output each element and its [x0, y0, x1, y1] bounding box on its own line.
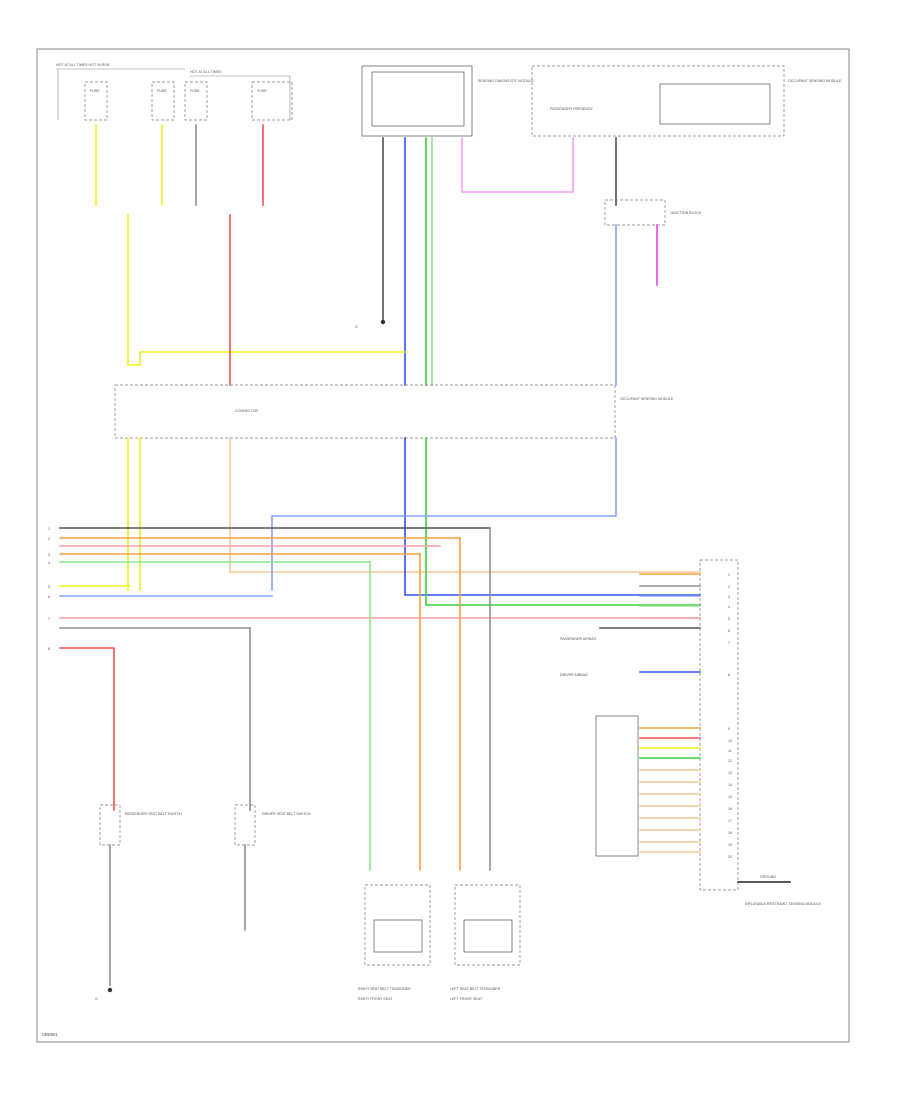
fuse-header: HOT AT ALL TIMES	[190, 70, 222, 74]
center-connector: CONNECTOR OCCUPANT SENSING MODULE	[114, 384, 674, 439]
svg-text:2: 2	[48, 537, 50, 541]
pass-airbag: PASSENGER AIRBAG DRIVER AIRBAG	[560, 637, 597, 677]
svg-text:3: 3	[728, 595, 730, 599]
svg-text:4: 4	[728, 605, 730, 609]
svg-text:FUSE: FUSE	[90, 89, 100, 93]
svg-text:17: 17	[728, 819, 732, 823]
svg-text:5: 5	[728, 617, 730, 621]
footer-label: CBD001	[42, 1032, 58, 1037]
svg-text:14: 14	[728, 783, 732, 787]
wire-orange-low	[229, 437, 701, 573]
wire-lightblue-low	[271, 437, 617, 591]
svg-text:INFLATABLE RESTRAINT SENSING M: INFLATABLE RESTRAINT SENSING MODULE	[745, 902, 821, 906]
svg-text:1: 1	[48, 527, 50, 531]
svg-text:18: 18	[728, 831, 732, 835]
svg-text:1: 1	[728, 573, 730, 577]
junction-block-right: JUNCTION BLOCK	[604, 199, 702, 386]
bus-lines	[59, 527, 701, 811]
svg-text:G: G	[355, 325, 358, 329]
svg-text:GROUND: GROUND	[760, 875, 776, 879]
driver-seat-switch: DRIVER SEAT BELT SWITCH	[234, 804, 311, 931]
svg-text:7: 7	[728, 641, 730, 645]
svg-text:8: 8	[728, 673, 730, 677]
svg-text:6: 6	[48, 595, 50, 599]
svg-text:19: 19	[728, 843, 732, 847]
fuse-3: FUSE	[184, 81, 208, 121]
bus-pin-labels: 1 2 3 4 5 6 7 8	[48, 527, 50, 651]
ground-main: GROUND	[737, 875, 791, 883]
fuse-1: FUSE	[84, 81, 108, 121]
svg-text:FUSE: FUSE	[157, 89, 167, 93]
svg-text:7: 7	[48, 617, 50, 621]
svg-text:13: 13	[728, 771, 732, 775]
svg-text:10: 10	[728, 739, 732, 743]
fuse-header-group: HOT AT ALL TIMES HOT IN RUN HOT AT ALL T…	[56, 63, 291, 120]
svg-text:LEFT SEAT BELT TENSIONER: LEFT SEAT BELT TENSIONER	[450, 987, 501, 991]
svg-text:4: 4	[48, 561, 50, 565]
svg-text:15: 15	[728, 795, 732, 799]
fuse-2: FUSE	[151, 81, 175, 121]
svg-text:JUNCTION BLOCK: JUNCTION BLOCK	[670, 211, 702, 215]
wire-green-low	[425, 437, 701, 606]
svg-text:3: 3	[48, 553, 50, 557]
svg-text:G: G	[95, 997, 98, 1001]
sensing-module-top: SENSING DIAGNOSTIC MODULE	[361, 65, 535, 137]
wire-top-magenta	[461, 137, 574, 193]
svg-text:OCCUPANT SENSING MODULE: OCCUPANT SENSING MODULE	[620, 397, 674, 401]
airbag-connector-left	[595, 715, 639, 857]
module-pin-labels: 1 2 3 4 5 6 7 8 9 10 11 12 13 14 15 16 1…	[728, 573, 732, 859]
left-seat-belt-tensioner: LEFT SEAT BELT TENSIONER LEFT FRONT SEAT	[450, 884, 521, 1001]
module-input-wires	[599, 573, 701, 853]
right-seat-belt-tensioner: RIGHT SEAT BELT TENSIONER RIGHT FRONT SE…	[358, 884, 431, 1001]
svg-text:DRIVER SEAT BELT SWITCH: DRIVER SEAT BELT SWITCH	[262, 812, 311, 816]
svg-text:PASSENGER SEAT BELT SWITCH: PASSENGER SEAT BELT SWITCH	[125, 812, 182, 816]
wire-blue-low	[404, 437, 701, 596]
svg-text:16: 16	[728, 807, 732, 811]
occupant-module-top: OCCUPANT SENSING MODULE PASSENGER PRESEN…	[531, 65, 842, 137]
svg-text:12: 12	[728, 759, 732, 763]
svg-text:DRIVER AIRBAG: DRIVER AIRBAG	[560, 673, 588, 677]
svg-text:6: 6	[728, 629, 730, 633]
svg-text:FUSE: FUSE	[190, 89, 200, 93]
svg-text:PASSENGER AIRBAG: PASSENGER AIRBAG	[560, 637, 597, 641]
svg-text:LEFT FRONT SEAT: LEFT FRONT SEAT	[450, 997, 483, 1001]
svg-text:2: 2	[728, 585, 730, 589]
svg-text:SENSING DIAGNOSTIC MODULE: SENSING DIAGNOSTIC MODULE	[478, 79, 535, 83]
fuse-4: FUSE	[251, 81, 293, 121]
airbag-module: 1 2 3 4 5 6 7 8 9 10 11 12 13 14 15 16 1…	[699, 559, 821, 906]
svg-text:RIGHT SEAT BELT TENSIONER: RIGHT SEAT BELT TENSIONER	[358, 987, 411, 991]
diagram-border	[36, 48, 850, 1043]
svg-text:PASSENGER PRESENCE: PASSENGER PRESENCE	[550, 107, 593, 111]
svg-text:5: 5	[48, 585, 50, 589]
passenger-seat-switch: PASSENGER SEAT BELT SWITCH G	[95, 804, 182, 1001]
wire-yellow-run	[127, 214, 406, 366]
svg-text:8: 8	[48, 647, 50, 651]
svg-text:RIGHT FRONT SEAT: RIGHT FRONT SEAT	[358, 997, 393, 1001]
svg-text:11: 11	[728, 749, 732, 753]
ground-1: G	[355, 319, 386, 329]
svg-text:CONNECTOR: CONNECTOR	[235, 409, 258, 413]
svg-text:9: 9	[728, 727, 730, 731]
top-left-header: HOT AT ALL TIMES HOT IN RUN	[56, 63, 110, 67]
svg-text:OCCUPANT SENSING MODULE: OCCUPANT SENSING MODULE	[788, 79, 842, 83]
svg-text:20: 20	[728, 855, 732, 859]
svg-text:FUSE: FUSE	[257, 89, 267, 93]
